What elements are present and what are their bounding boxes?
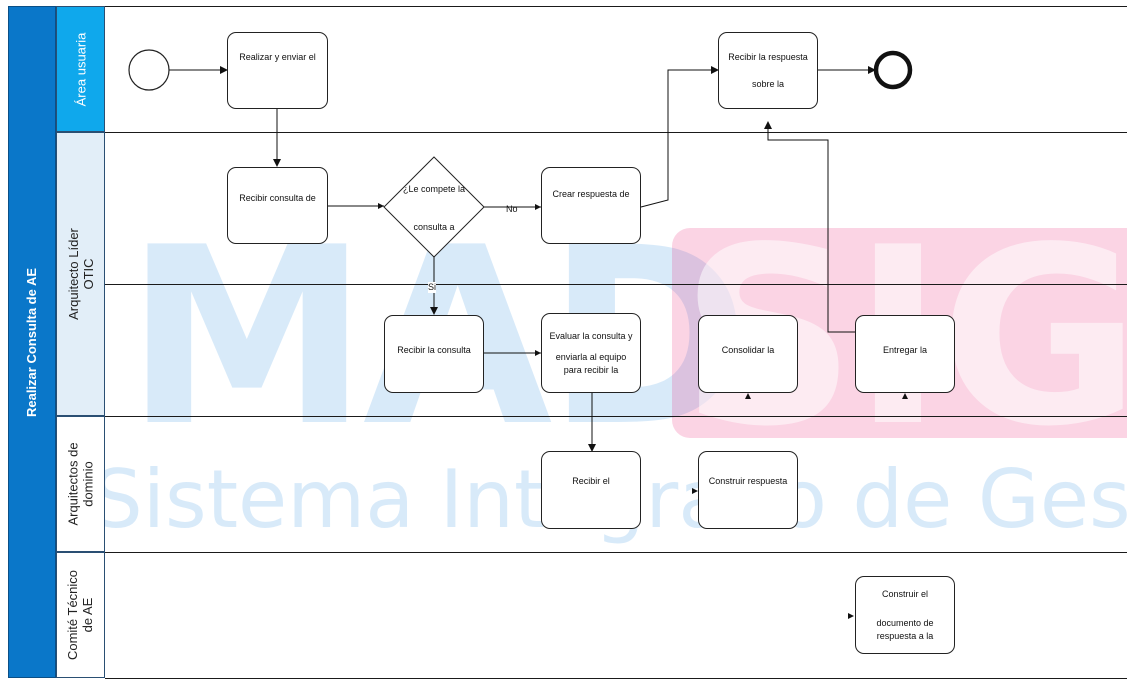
task-recibir-consulta-de-text: Recibir consulta de xyxy=(239,193,316,203)
lane-border-bottom xyxy=(105,678,1127,679)
arrowhead-entregar-in xyxy=(902,393,908,399)
lane-divider-3 xyxy=(105,416,1127,417)
arrowhead-decision-in xyxy=(378,203,384,209)
task-evaluar-line2: enviarla al equipo xyxy=(555,351,627,362)
task-evaluar-line3: para recibir la xyxy=(563,364,619,375)
task-construir-el-line2: documento de xyxy=(876,617,934,628)
task-entregar: Entregar la xyxy=(855,315,955,393)
task-construir-respuesta-text: Construir respuesta xyxy=(708,475,788,486)
task-construir-respuesta: Construir respuesta xyxy=(698,451,798,529)
lane-divider-2 xyxy=(105,284,1127,285)
flow-crear-to-recibir-respuesta xyxy=(640,66,719,208)
task-consolidar: Consolidar la xyxy=(698,315,798,393)
task-recibir-la-consulta: Recibir la consulta xyxy=(384,315,484,393)
flow-label-si: Si xyxy=(428,282,437,293)
task-consolidar-text: Consolidar la xyxy=(721,344,775,355)
arrowhead-consolidar-in xyxy=(745,393,751,399)
lane-border-top xyxy=(105,6,1127,7)
start-event xyxy=(128,49,170,91)
decision-text-line2: consulta a xyxy=(413,222,455,232)
task-recibir-consulta-de: Recibir consulta de xyxy=(227,167,328,244)
task-crear-respuesta: Crear respuesta de xyxy=(541,167,641,244)
arrowhead-crear-in xyxy=(535,204,541,210)
flow-label-no: No xyxy=(506,204,518,214)
lane-header-arquitecto-lider: Arquitecto Líder OTIC xyxy=(56,132,105,416)
task-realizar-enviar-text: Realizar y enviar el xyxy=(239,52,316,62)
task-evaluar-consulta: Evaluar la consulta y enviarla al equipo… xyxy=(541,313,641,393)
lane-divider-4 xyxy=(105,552,1127,553)
task-recibir-la-consulta-text: Recibir la consulta xyxy=(397,344,471,355)
task-entregar-text: Entregar la xyxy=(882,344,928,355)
task-construir-el-line1: Construir el xyxy=(881,588,928,599)
lane-header-comite-tecnico: Comité Técnico de AE xyxy=(56,552,105,678)
arrowhead-construir-respuesta-in xyxy=(692,488,698,494)
lane-divider-1 xyxy=(105,132,1127,133)
arrowhead-construir-el-in xyxy=(848,613,854,619)
flow-entregar-to-recibir-respuesta xyxy=(764,121,855,333)
arrowhead-evaluar-in xyxy=(535,350,541,356)
task-crear-respuesta-text: Crear respuesta de xyxy=(552,189,630,199)
end-event xyxy=(873,50,913,90)
lane-header-arquitectos-dominio: Arquitectos de dominio xyxy=(56,416,105,552)
task-recibir-respuesta: Recibir la respuesta sobre la xyxy=(718,32,818,109)
task-realizar-enviar: Realizar y enviar el xyxy=(227,32,328,109)
decision-gateway xyxy=(383,156,485,258)
task-construir-el-line3: respuesta a la xyxy=(876,630,934,641)
task-evaluar-line1: Evaluar la consulta y xyxy=(549,330,633,341)
task-construir-el-documento: Construir el documento de respuesta a la xyxy=(855,576,955,654)
decision-text-line1: ¿Le compete la xyxy=(402,184,466,194)
pool-header xyxy=(8,6,56,678)
task-recibir-el-text: Recibir el xyxy=(572,475,610,486)
task-recibir-respuesta-line2: sobre la xyxy=(751,78,785,89)
lane-header-area-usuaria: Área usuaria xyxy=(56,6,105,132)
task-recibir-respuesta-line1: Recibir la respuesta xyxy=(728,51,808,62)
task-recibir-el: Recibir el xyxy=(541,451,641,529)
